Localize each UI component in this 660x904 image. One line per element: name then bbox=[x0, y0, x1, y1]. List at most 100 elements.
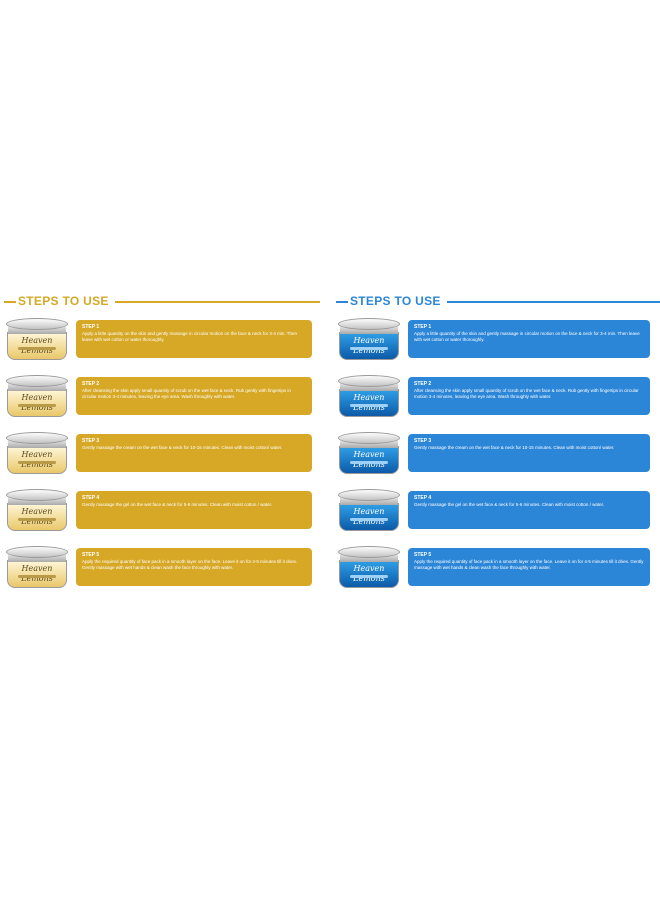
jar-brand: Heaven Lemons bbox=[21, 507, 53, 526]
blue-steps-header: STEPS TO USE bbox=[336, 292, 660, 312]
jar-lid bbox=[6, 546, 68, 558]
jar-sub-label bbox=[350, 347, 388, 350]
jar-lid bbox=[6, 318, 68, 330]
jar-band bbox=[8, 497, 66, 505]
step-label: STEP 1 bbox=[82, 324, 100, 330]
gold-header-rule bbox=[4, 301, 320, 303]
step-text: After cleansing the skin apply small qua… bbox=[82, 388, 291, 399]
jar-sub-label bbox=[350, 404, 388, 407]
gold-step-row: Heaven Lemons STEP 1 Apply a little quan… bbox=[4, 316, 324, 364]
jar-brand: Heaven Lemons bbox=[21, 336, 53, 355]
step-text: Apply a little quantity on the skin and … bbox=[82, 331, 298, 342]
blue-jar-image: Heaven Lemons bbox=[336, 316, 402, 364]
step-text: Gently massage the cream on the wet face… bbox=[414, 445, 615, 450]
jar-lid bbox=[6, 432, 68, 444]
gold-step-box: STEP 3 Gently massage the cream on the w… bbox=[76, 434, 312, 472]
gold-step-row: Heaven Lemons STEP 2 After cleansing the… bbox=[4, 373, 324, 421]
blue-step-box: STEP 3 Gently massage the cream on the w… bbox=[408, 434, 650, 472]
jar-band bbox=[340, 497, 398, 505]
blue-step-row: Heaven Lemons STEP 4 Gently massage the … bbox=[336, 487, 656, 535]
blue-jar-image: Heaven Lemons bbox=[336, 430, 402, 478]
step-text: Apply the required quantity of face pack… bbox=[82, 559, 298, 570]
step-text: Gently massage the gel on the wet face &… bbox=[82, 502, 273, 507]
step-text: Gently massage the cream on the wet face… bbox=[82, 445, 283, 450]
blue-step-box: STEP 4 Gently massage the gel on the wet… bbox=[408, 491, 650, 529]
jar-band bbox=[340, 440, 398, 448]
jar-brand: Heaven Lemons bbox=[21, 564, 53, 583]
gold-jar-image: Heaven Lemons bbox=[4, 316, 70, 364]
step-label: STEP 4 bbox=[414, 495, 432, 501]
step-label: STEP 2 bbox=[414, 381, 432, 387]
gold-jar-image: Heaven Lemons bbox=[4, 487, 70, 535]
gold-jar-image: Heaven Lemons bbox=[4, 430, 70, 478]
step-label: STEP 1 bbox=[414, 324, 432, 330]
jar-band bbox=[8, 554, 66, 562]
jar-lid bbox=[338, 318, 400, 330]
jar-band bbox=[8, 326, 66, 334]
blue-step-row: Heaven Lemons STEP 1 Apply a little quan… bbox=[336, 316, 656, 364]
gold-jar-image: Heaven Lemons bbox=[4, 544, 70, 592]
jar-body bbox=[7, 560, 67, 588]
step-label: STEP 5 bbox=[414, 552, 432, 558]
gold-steps-title: STEPS TO USE bbox=[16, 294, 115, 308]
jar-brand: Heaven Lemons bbox=[21, 393, 53, 412]
gold-steps-panel: STEPS TO USE Heaven Lemons STEP 1 Apply … bbox=[4, 292, 324, 588]
step-text: Apply a little quantity of the skin and … bbox=[414, 331, 640, 342]
jar-band bbox=[340, 554, 398, 562]
jar-sub-label bbox=[18, 347, 56, 350]
jar-lid bbox=[6, 375, 68, 387]
gold-step-box: STEP 1 Apply a little quantity on the sk… bbox=[76, 320, 312, 358]
step-text: Gently massage the gel on the wet face &… bbox=[414, 502, 605, 507]
jar-body bbox=[7, 389, 67, 417]
jar-brand: Heaven Lemons bbox=[353, 507, 385, 526]
gold-step-box: STEP 5 Apply the required quantity of fa… bbox=[76, 548, 312, 586]
jar-brand: Heaven Lemons bbox=[21, 450, 53, 469]
blue-jar-image: Heaven Lemons bbox=[336, 544, 402, 592]
step-label: STEP 2 bbox=[82, 381, 100, 387]
jar-sub-label bbox=[350, 518, 388, 521]
jar-lid bbox=[338, 375, 400, 387]
jar-brand: Heaven Lemons bbox=[353, 393, 385, 412]
gold-step-row: Heaven Lemons STEP 5 Apply the required … bbox=[4, 544, 324, 592]
jar-lid bbox=[338, 432, 400, 444]
blue-step-row: Heaven Lemons STEP 5 Apply the required … bbox=[336, 544, 656, 592]
jar-lid bbox=[338, 489, 400, 501]
jar-sub-label bbox=[350, 461, 388, 464]
jar-band bbox=[340, 383, 398, 391]
jar-band bbox=[8, 383, 66, 391]
jar-band bbox=[8, 440, 66, 448]
jar-body bbox=[339, 389, 399, 417]
gold-step-row: Heaven Lemons STEP 4 Gently massage the … bbox=[4, 487, 324, 535]
step-label: STEP 3 bbox=[414, 438, 432, 444]
blue-steps-title: STEPS TO USE bbox=[348, 294, 447, 308]
jar-body bbox=[7, 332, 67, 360]
gold-steps-header: STEPS TO USE bbox=[4, 292, 324, 312]
jar-sub-label bbox=[18, 518, 56, 521]
jar-sub-label bbox=[350, 575, 388, 578]
blue-step-row: Heaven Lemons STEP 3 Gently massage the … bbox=[336, 430, 656, 478]
blue-jar-image: Heaven Lemons bbox=[336, 373, 402, 421]
jar-brand: Heaven Lemons bbox=[353, 450, 385, 469]
step-text: After cleansing the skin apply small qua… bbox=[414, 388, 639, 399]
gold-step-box: STEP 4 Gently massage the gel on the wet… bbox=[76, 491, 312, 529]
jar-brand: Heaven Lemons bbox=[353, 336, 385, 355]
jar-sub-label bbox=[18, 461, 56, 464]
jar-sub-label bbox=[18, 404, 56, 407]
step-label: STEP 3 bbox=[82, 438, 100, 444]
gold-jar-image: Heaven Lemons bbox=[4, 373, 70, 421]
blue-header-rule bbox=[336, 301, 660, 303]
jar-band bbox=[340, 326, 398, 334]
step-text: Apply the required quantity of face pack… bbox=[414, 559, 644, 570]
gold-step-box: STEP 2 After cleansing the skin apply sm… bbox=[76, 377, 312, 415]
gold-step-row: Heaven Lemons STEP 3 Gently massage the … bbox=[4, 430, 324, 478]
jar-brand: Heaven Lemons bbox=[353, 564, 385, 583]
jar-lid bbox=[338, 546, 400, 558]
blue-jar-image: Heaven Lemons bbox=[336, 487, 402, 535]
blue-step-box: STEP 1 Apply a little quantity of the sk… bbox=[408, 320, 650, 358]
blue-steps-panel: STEPS TO USE Heaven Lemons STEP 1 Apply … bbox=[336, 292, 660, 588]
step-label: STEP 4 bbox=[82, 495, 100, 501]
jar-lid bbox=[6, 489, 68, 501]
step-label: STEP 5 bbox=[82, 552, 100, 558]
jar-sub-label bbox=[18, 575, 56, 578]
blue-step-box: STEP 5 Apply the required quantity of fa… bbox=[408, 548, 650, 586]
